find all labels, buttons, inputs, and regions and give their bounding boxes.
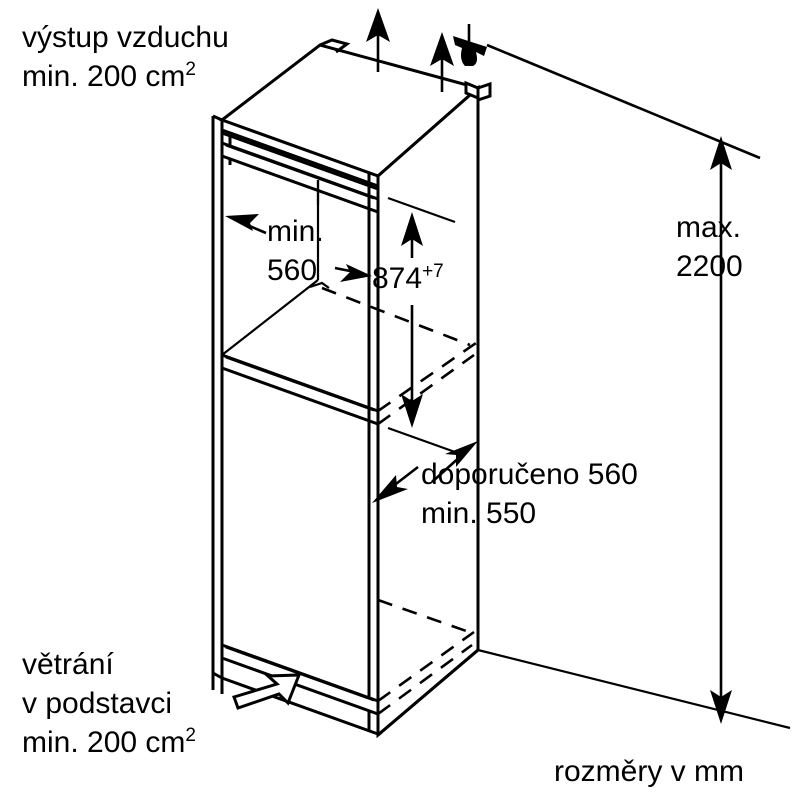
cabinet-bottom-right-edge <box>377 648 479 737</box>
width-arrow-right-head <box>340 264 372 282</box>
label-air-outlet-line2: min. 200 cm <box>22 60 186 93</box>
label-niche-height-value: 874 <box>372 262 423 295</box>
label-air-outlet: výstup vzduchu min. 200 cm2 <box>22 18 229 96</box>
hidden-line-upper-2 <box>377 341 477 413</box>
plinth-opening-lower <box>221 676 379 736</box>
label-niche-width-line2: 560 <box>267 254 318 287</box>
hidden-line-upper-1 <box>321 286 471 347</box>
depth-arrow-front-head <box>372 475 408 503</box>
airflow-arrow-1-head <box>366 8 390 42</box>
hidden-line-upper-3 <box>377 353 475 426</box>
label-niche-width: min. 560 <box>267 212 324 290</box>
cabinet-body <box>211 38 791 739</box>
base-vent-arrow-shape <box>232 673 302 710</box>
max-height-arrow-bottom <box>710 690 732 724</box>
niche-height-arrow-down <box>401 394 423 428</box>
mid-divider-inner-line <box>225 355 375 412</box>
label-depth: doporučeno 560 min. 550 <box>421 455 638 533</box>
right-panel-top-edge <box>464 80 480 101</box>
floor-reference-line <box>477 648 791 730</box>
max-height-dimension <box>710 136 732 724</box>
plinth-left-diag <box>212 671 223 680</box>
niche-height-dimension <box>387 196 456 454</box>
niche-height-arrow-up <box>401 212 423 246</box>
label-max-height: max. 2200 <box>676 208 743 286</box>
interior-corner-tick <box>309 281 330 289</box>
cabinet-right-side-panel <box>376 84 480 739</box>
label-air-outlet-sup: 2 <box>185 59 196 80</box>
width-dimension <box>225 180 372 282</box>
niche-height-ext-top <box>387 196 456 224</box>
hidden-line-bottom-1 <box>377 630 475 703</box>
depth-dimension <box>372 400 480 503</box>
left-top-corner <box>212 114 223 122</box>
ceiling-tick-curve <box>453 36 487 66</box>
airflow-arrow-2-head <box>430 32 454 66</box>
niche-height-ext-bottom <box>387 426 456 454</box>
top-notch-right <box>477 81 492 102</box>
airflow-arrows-top <box>366 8 454 92</box>
ceiling-marker-group <box>453 24 761 160</box>
top-notch-left <box>319 38 351 54</box>
label-max-height-line2: 2200 <box>676 250 743 283</box>
width-arrow-left-head <box>225 214 259 231</box>
base-vent-arrow <box>232 673 302 710</box>
label-niche-width-line1: min. <box>267 215 324 248</box>
vent-slot-upper-top <box>221 131 379 191</box>
label-niche-height-tolerance: +7 <box>422 261 444 282</box>
label-base-vent-line3: min. 200 cm <box>22 726 186 759</box>
vent-shelf-upper-inner <box>225 143 375 200</box>
ceiling-leader-line <box>486 43 761 160</box>
label-base-vent-sup: 2 <box>185 725 196 746</box>
hidden-line-bottom-2 <box>377 643 473 716</box>
label-niche-height: 874+7 <box>372 259 444 298</box>
label-base-vent-line1: větrání <box>22 648 114 681</box>
max-height-arrow-top <box>710 136 732 170</box>
upper-compartment-interior-diagonal <box>221 279 319 356</box>
label-max-height-line1: max. <box>676 211 742 244</box>
label-air-outlet-line1: výstup vzduchu <box>22 21 229 54</box>
label-units: rozměry v mm <box>554 755 744 788</box>
label-depth-line1: doporučeno 560 <box>421 458 638 491</box>
hidden-line-bottom-3 <box>377 598 473 635</box>
label-depth-line2: min. 550 <box>421 497 537 530</box>
label-base-ventilation: větrání v podstavci min. 200 cm2 <box>22 645 196 762</box>
depth-arrow-back-head <box>445 441 478 467</box>
label-base-vent-line2: v podstavci <box>22 687 173 720</box>
